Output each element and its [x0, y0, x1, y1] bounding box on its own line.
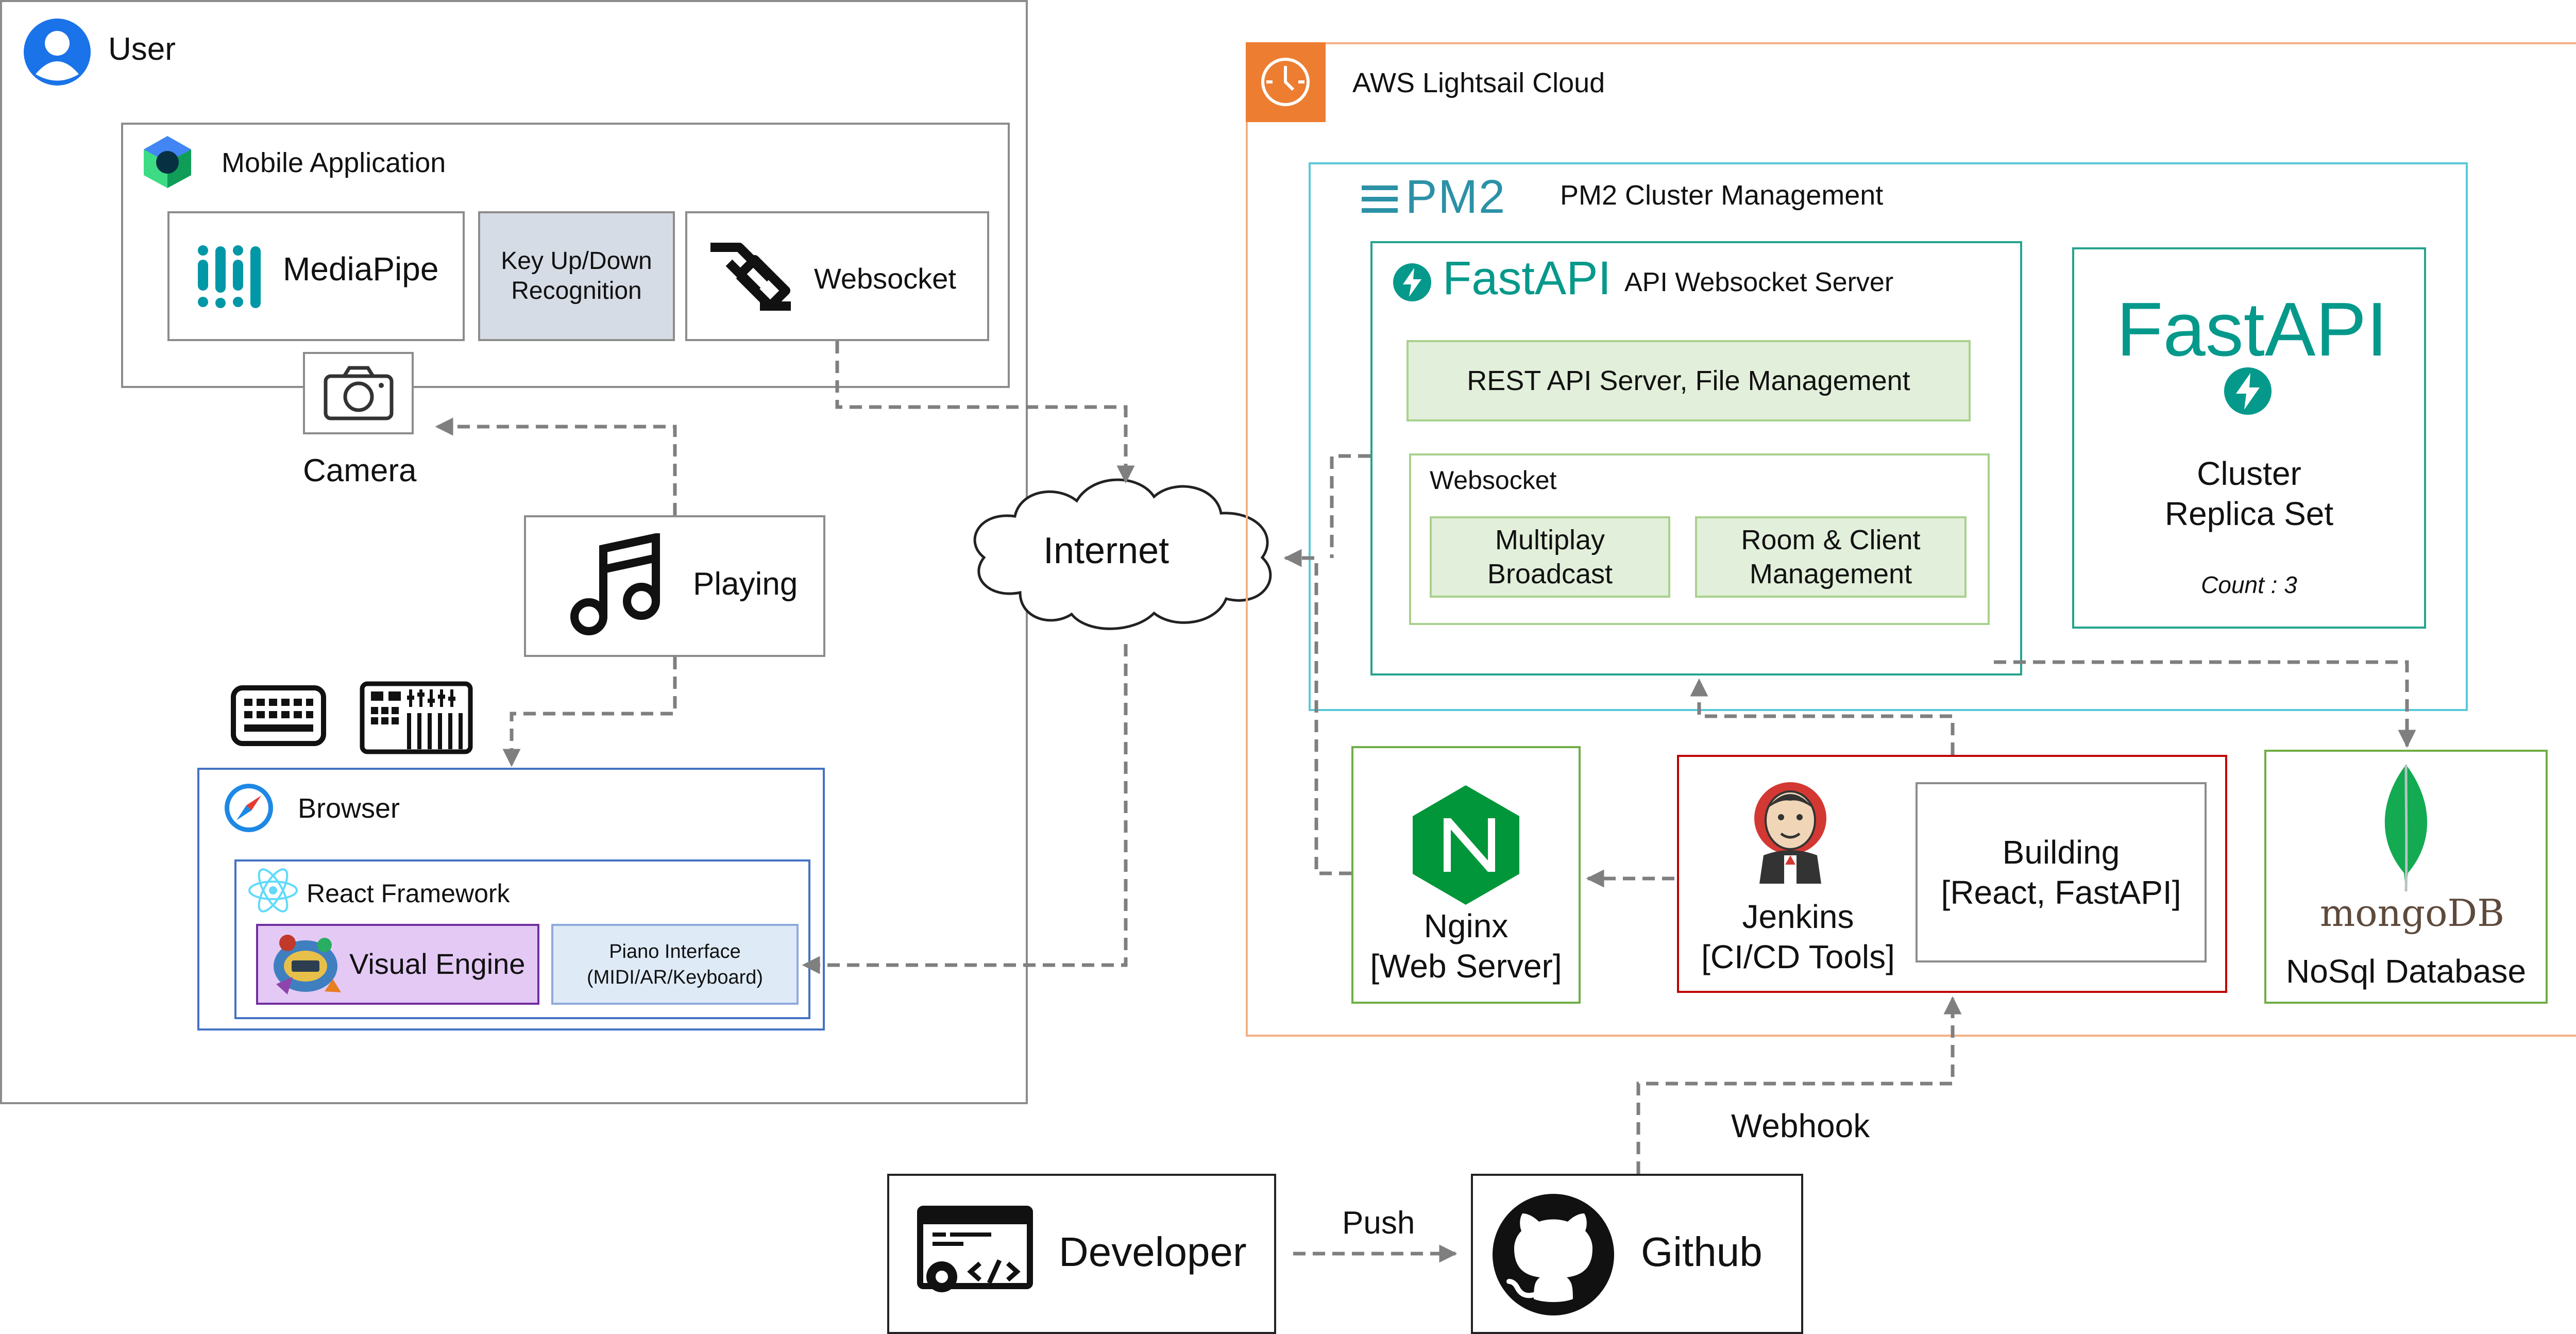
- nginx-logo-icon: [1411, 783, 1521, 907]
- midi-controller-icon: [360, 681, 473, 754]
- cluster-replica-box: [2072, 247, 2426, 629]
- building-line1: Building: [2002, 834, 2120, 871]
- connector-nginx-internet: [1283, 549, 1351, 875]
- piano-interface-line1: Piano Interface: [609, 940, 741, 962]
- pm2-logo-text: PM2: [1405, 171, 1506, 223]
- android-studio-icon: [142, 135, 193, 189]
- browser-box: [197, 768, 825, 1031]
- internet-cloud-icon: [958, 464, 1288, 639]
- mediapipe-label: MediaPipe: [283, 250, 439, 288]
- camera-label: Camera: [303, 453, 417, 488]
- pm2-cluster-title: PM2 Cluster Management: [1560, 180, 1884, 211]
- nginx-line2: [Web Server]: [1370, 948, 1562, 985]
- connector-fastapi-mongodb: [1994, 660, 2416, 748]
- developer-label: Developer: [1059, 1229, 1247, 1275]
- replica-line2: Replica Set: [2164, 495, 2334, 532]
- playing-box: [524, 515, 825, 657]
- multiplay-broadcast-box: Multiplay Broadcast: [1430, 516, 1670, 598]
- react-framework-box: [234, 859, 810, 1019]
- visual-engine-logo-icon: [267, 927, 344, 1001]
- replica-text: Cluster Replica Set: [2072, 453, 2426, 534]
- music-note-icon: [569, 532, 665, 636]
- mongodb-leaf-icon: [2375, 763, 2437, 897]
- user-title: User: [108, 31, 176, 67]
- room-client-line1: Room & Client: [1741, 525, 1921, 555]
- jenkins-logo-icon: [1744, 778, 1837, 884]
- webhook-label: Webhook: [1731, 1107, 1870, 1144]
- building-box: Building [React, FastAPI]: [1916, 782, 2207, 962]
- connector-github-jenkins: [1636, 996, 1962, 1174]
- fastapi-logo-text: FastAPI: [1443, 252, 1612, 305]
- internet-label: Internet: [1043, 530, 1170, 571]
- key-recognition-line2: Recognition: [511, 277, 642, 305]
- connector-fastapi-internet: [1330, 454, 1370, 558]
- mediapipe-icon: [197, 245, 264, 312]
- websocket-icon: [708, 242, 793, 312]
- pm2-logo-icon: [1362, 181, 1542, 217]
- jenkins-text: Jenkins [CI/CD Tools]: [1677, 897, 1919, 977]
- fastapi-server-title: API Websocket Server: [1624, 267, 1894, 297]
- rest-api-box: REST API Server, File Management: [1406, 340, 1971, 421]
- react-framework-title: React Framework: [307, 879, 510, 908]
- multiplay-line1: Multiplay: [1495, 525, 1605, 555]
- fastapi-bolt-icon: [1393, 263, 1432, 302]
- mobile-application-title: Mobile Application: [222, 147, 446, 178]
- keyboard-icon: [231, 685, 326, 746]
- room-client-line2: Management: [1749, 559, 1912, 589]
- developer-box: [887, 1174, 1276, 1334]
- camera-box: [303, 352, 414, 434]
- camera-icon: [324, 366, 393, 420]
- aws-lightsail-icon: [1246, 42, 1326, 122]
- piano-interface-box: Piano Interface (MIDI/AR/Keyboard): [551, 924, 799, 1005]
- jenkins-line2: [CI/CD Tools]: [1701, 938, 1895, 975]
- connector-websocket-internet: [835, 341, 1135, 484]
- jenkins-box: [1677, 755, 2227, 993]
- replica-line1: Cluster: [2197, 455, 2301, 492]
- react-icon: [247, 867, 299, 914]
- github-logo-icon: [1492, 1193, 1615, 1316]
- pm2-cluster-box: [1309, 162, 2468, 711]
- replica-fastapi-logo-text: FastAPI: [2116, 287, 2388, 372]
- websocket-group-box: [1409, 453, 1990, 625]
- key-recognition-box: Key Up/Down Recognition: [478, 211, 675, 341]
- room-client-box: Room & Client Management: [1695, 516, 1967, 598]
- safari-compass-icon: [223, 782, 275, 834]
- replica-count: Count : 3: [2201, 571, 2297, 598]
- mongodb-label: NoSql Database: [2285, 953, 2527, 990]
- mobile-application-box: [121, 123, 1010, 388]
- connector-internet-piano: [802, 644, 1128, 974]
- connector-jenkins-fastapi: [1690, 678, 1955, 755]
- multiplay-line2: Broadcast: [1487, 559, 1613, 589]
- mongodb-logo-text: mongoDB: [2320, 891, 2505, 935]
- key-recognition-line1: Key Up/Down: [501, 247, 652, 275]
- connector-playing-camera: [435, 417, 677, 515]
- user-icon: [23, 18, 92, 87]
- github-label: Github: [1641, 1229, 1762, 1275]
- developer-code-icon: [917, 1206, 1033, 1298]
- visual-engine-label: Visual Engine: [349, 948, 526, 980]
- aws-lightsail-container: [1246, 42, 2576, 1037]
- piano-interface-line2: (MIDI/AR/Keyboard): [586, 966, 764, 988]
- aws-lightsail-title: AWS Lightsail Cloud: [1352, 67, 1605, 98]
- building-line2: [React, FastAPI]: [1941, 874, 2181, 911]
- fastapi-server-box: [1370, 241, 2022, 676]
- replica-fastapi-bolt-icon: [2224, 367, 2273, 416]
- connector-playing-browser: [502, 657, 677, 767]
- mobile-websocket-label: Websocket: [814, 262, 956, 295]
- playing-label: Playing: [693, 566, 798, 602]
- browser-title: Browser: [298, 793, 400, 824]
- nginx-line1: Nginx: [1423, 907, 1509, 944]
- jenkins-line1: Jenkins: [1742, 898, 1854, 935]
- nginx-text: Nginx [Web Server]: [1351, 906, 1581, 986]
- push-label: Push: [1342, 1205, 1415, 1241]
- websocket-group-title: Websocket: [1430, 466, 1557, 495]
